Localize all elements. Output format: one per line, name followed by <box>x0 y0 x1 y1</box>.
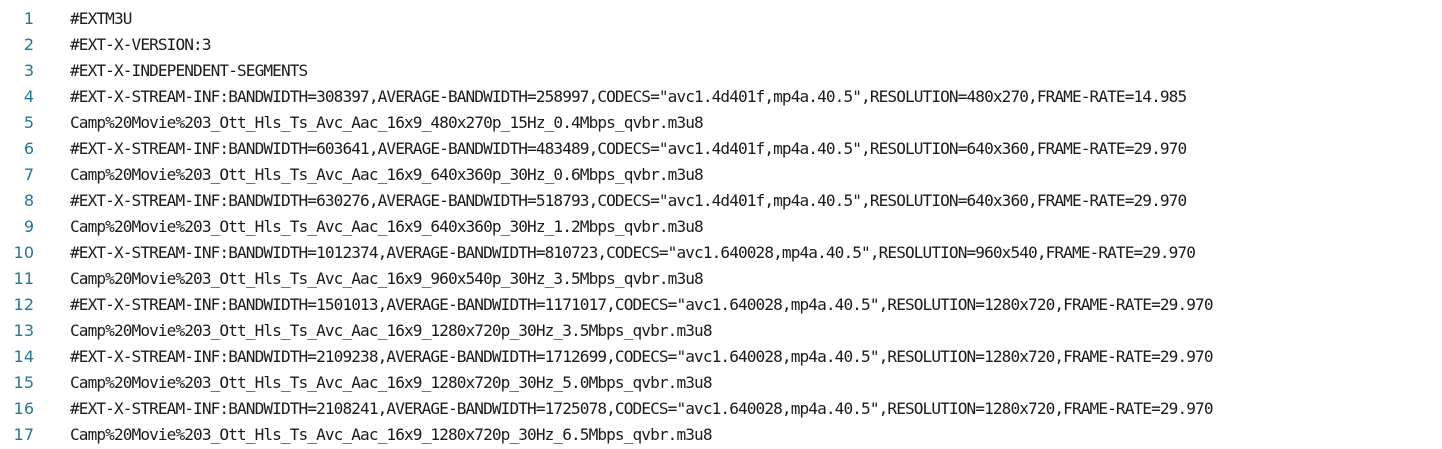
line-text[interactable]: #EXT-X-STREAM-INF:BANDWIDTH=603641,AVERA… <box>70 138 1187 158</box>
line-text[interactable]: Camp%20Movie%203_Ott_Hls_Ts_Avc_Aac_16x9… <box>70 268 704 288</box>
code-line[interactable]: 6 #EXT-X-STREAM-INF:BANDWIDTH=603641,AVE… <box>0 135 1442 161</box>
line-number: 11 <box>13 268 34 288</box>
line-text[interactable]: Camp%20Movie%203_Ott_Hls_Ts_Avc_Aac_16x9… <box>70 164 704 184</box>
line-number: 15 <box>13 372 34 392</box>
line-text[interactable]: #EXTM3U <box>70 8 132 28</box>
line-number: 13 <box>13 320 34 340</box>
line-number: 6 <box>23 138 34 158</box>
line-text[interactable]: #EXT-X-STREAM-INF:BANDWIDTH=2109238,AVER… <box>70 346 1214 366</box>
line-text[interactable]: #EXT-X-STREAM-INF:BANDWIDTH=308397,AVERA… <box>70 86 1187 106</box>
line-number: 7 <box>23 164 34 184</box>
line-text[interactable]: #EXT-X-STREAM-INF:BANDWIDTH=1012374,AVER… <box>70 242 1196 262</box>
line-number: 8 <box>23 190 34 210</box>
code-line[interactable]: 10 #EXT-X-STREAM-INF:BANDWIDTH=1012374,A… <box>0 239 1442 265</box>
code-line[interactable]: 2 #EXT-X-VERSION:3 <box>0 31 1442 57</box>
code-line[interactable]: 13 Camp%20Movie%203_Ott_Hls_Ts_Avc_Aac_1… <box>0 317 1442 343</box>
code-line[interactable]: 3 #EXT-X-INDEPENDENT-SEGMENTS <box>0 57 1442 83</box>
line-text[interactable]: Camp%20Movie%203_Ott_Hls_Ts_Avc_Aac_16x9… <box>70 372 713 392</box>
line-text[interactable]: Camp%20Movie%203_Ott_Hls_Ts_Avc_Aac_16x9… <box>70 320 713 340</box>
line-number: 5 <box>23 112 34 132</box>
code-line[interactable]: 16 #EXT-X-STREAM-INF:BANDWIDTH=2108241,A… <box>0 395 1442 421</box>
line-number: 12 <box>13 294 34 314</box>
code-line[interactable]: 9 Camp%20Movie%203_Ott_Hls_Ts_Avc_Aac_16… <box>0 213 1442 239</box>
line-text[interactable]: #EXT-X-STREAM-INF:BANDWIDTH=630276,AVERA… <box>70 190 1187 210</box>
code-line[interactable]: 15 Camp%20Movie%203_Ott_Hls_Ts_Avc_Aac_1… <box>0 369 1442 395</box>
line-number: 14 <box>13 346 34 366</box>
line-text[interactable]: Camp%20Movie%203_Ott_Hls_Ts_Avc_Aac_16x9… <box>70 112 704 132</box>
code-line[interactable]: 17 Camp%20Movie%203_Ott_Hls_Ts_Avc_Aac_1… <box>0 421 1442 447</box>
code-line[interactable]: 4 #EXT-X-STREAM-INF:BANDWIDTH=308397,AVE… <box>0 83 1442 109</box>
line-number: 17 <box>13 424 34 444</box>
code-line[interactable]: 14 #EXT-X-STREAM-INF:BANDWIDTH=2109238,A… <box>0 343 1442 369</box>
line-number: 10 <box>13 242 34 262</box>
code-line[interactable]: 12 #EXT-X-STREAM-INF:BANDWIDTH=1501013,A… <box>0 291 1442 317</box>
line-number: 4 <box>23 86 34 106</box>
line-text[interactable]: #EXT-X-INDEPENDENT-SEGMENTS <box>70 60 308 80</box>
line-text[interactable]: #EXT-X-STREAM-INF:BANDWIDTH=1501013,AVER… <box>70 294 1214 314</box>
code-line[interactable]: 11 Camp%20Movie%203_Ott_Hls_Ts_Avc_Aac_1… <box>0 265 1442 291</box>
line-text[interactable]: #EXT-X-VERSION:3 <box>70 34 212 54</box>
line-number: 16 <box>13 398 34 418</box>
line-text[interactable]: #EXT-X-STREAM-INF:BANDWIDTH=2108241,AVER… <box>70 398 1214 418</box>
code-line[interactable]: 8 #EXT-X-STREAM-INF:BANDWIDTH=630276,AVE… <box>0 187 1442 213</box>
line-number: 1 <box>23 8 34 28</box>
code-line[interactable]: 1 #EXTM3U <box>0 5 1442 31</box>
line-text[interactable]: Camp%20Movie%203_Ott_Hls_Ts_Avc_Aac_16x9… <box>70 424 713 444</box>
line-number: 3 <box>23 60 34 80</box>
line-number: 9 <box>23 216 34 236</box>
line-text[interactable]: Camp%20Movie%203_Ott_Hls_Ts_Avc_Aac_16x9… <box>70 216 704 236</box>
code-line[interactable]: 7 Camp%20Movie%203_Ott_Hls_Ts_Avc_Aac_16… <box>0 161 1442 187</box>
line-number: 2 <box>23 34 34 54</box>
code-line[interactable]: 5 Camp%20Movie%203_Ott_Hls_Ts_Avc_Aac_16… <box>0 109 1442 135</box>
